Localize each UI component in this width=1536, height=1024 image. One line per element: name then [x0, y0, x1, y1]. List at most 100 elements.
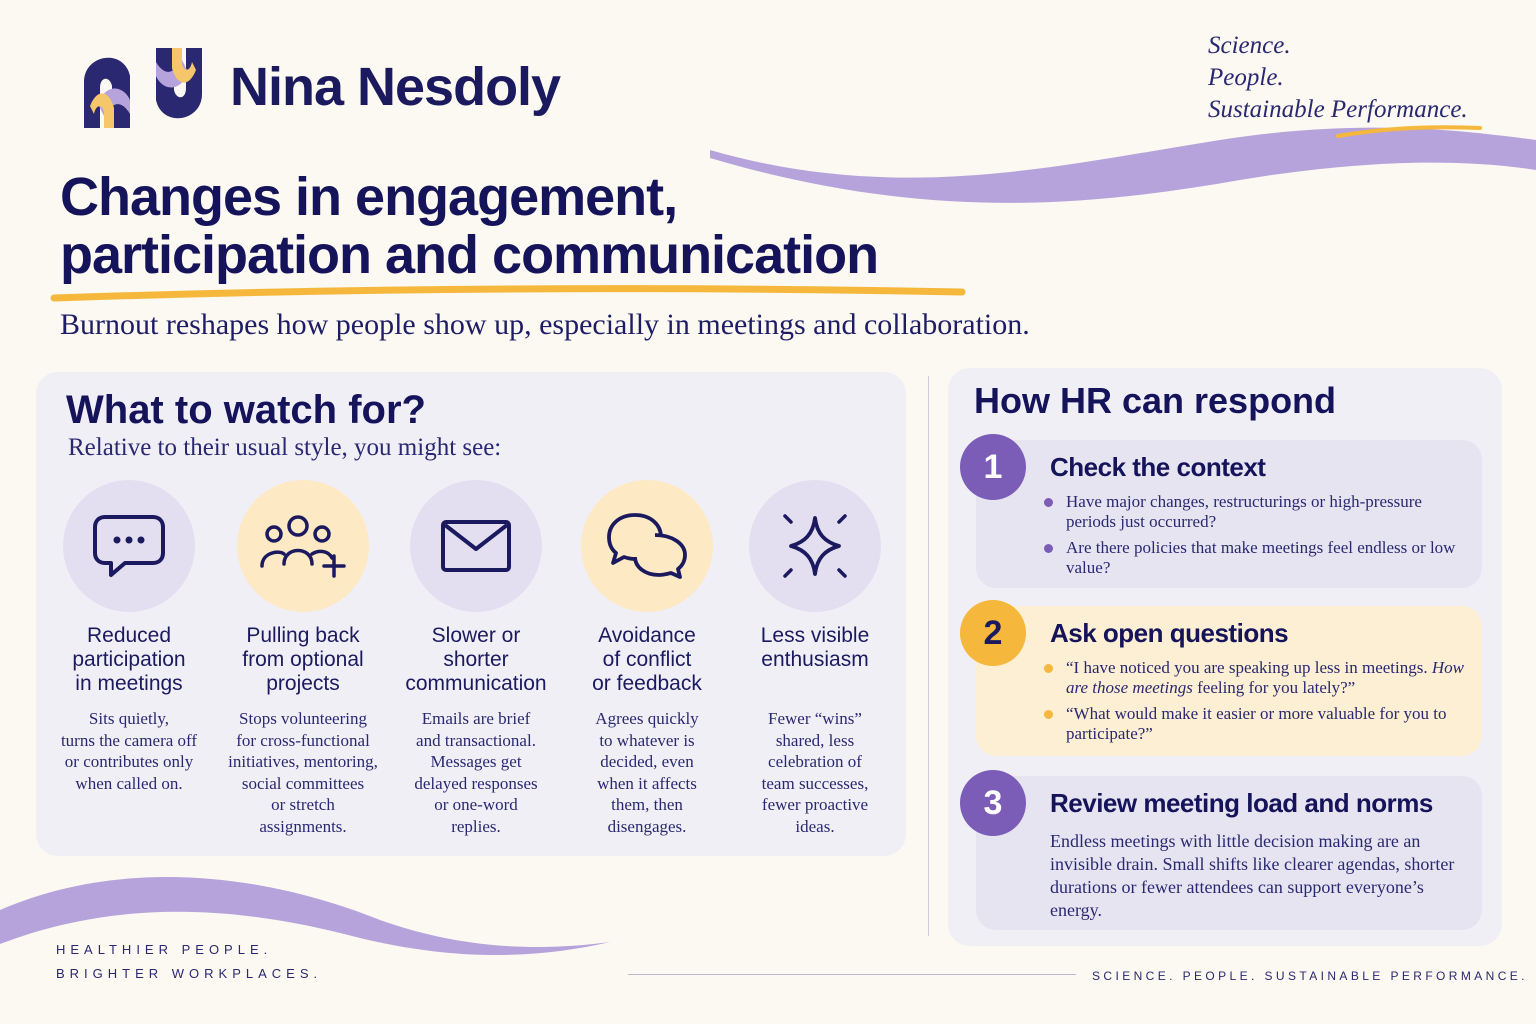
- sign-desc-line: and transactional.: [416, 730, 536, 750]
- sign-description: Emails are brief and transactional. Mess…: [381, 708, 571, 837]
- tagline-line: People.: [1208, 64, 1284, 91]
- sign-desc-line: celebration of: [768, 752, 862, 771]
- sign-desc-line: decided, even: [600, 752, 694, 771]
- sign-icon-circle: [749, 480, 881, 612]
- tagline-underline-decoration: [1336, 125, 1482, 138]
- bullet-item: Have major changes, restructurings or hi…: [1044, 492, 1464, 532]
- sign-title-line: Reduced: [86, 624, 172, 647]
- bullet-text: “I have noticed you are speaking up less…: [1066, 658, 1428, 677]
- sign-icon-circle: [581, 480, 713, 612]
- sign-desc-line: team successes,: [761, 773, 869, 793]
- step-title: Check the context: [1050, 452, 1266, 482]
- footer-divider: [628, 974, 1076, 975]
- envelope-icon: [441, 520, 511, 572]
- sign-title: Avoidance of conflict or feedback: [552, 624, 742, 700]
- sign-title-line: participation: [72, 648, 186, 671]
- sign-desc-line: turns the camera off: [60, 730, 198, 750]
- sign-icon-circle: [410, 480, 542, 612]
- bullet-item: “What would make it easier or more valua…: [1044, 704, 1464, 744]
- sign-title: Slower or shorter communication: [381, 624, 571, 700]
- sign-description: Sits quietly, turns the camera off or co…: [34, 708, 224, 794]
- sign-desc-line: Stops volunteering: [239, 709, 367, 728]
- step-title: Review meeting load and norms: [1050, 788, 1433, 818]
- sign-desc-line: Emails are brief: [421, 709, 531, 728]
- footer-line: BRIGHTER WORKPLACES.: [56, 966, 323, 981]
- sign-desc-line: when called on.: [75, 773, 183, 793]
- bullet-text-italic: How are those meetings: [1066, 658, 1464, 697]
- sign-description: Agrees quickly to whatever is decided, e…: [552, 708, 742, 837]
- sign-title-line: or feedback: [592, 672, 702, 695]
- tagline: Science. People. Sustainable Performance…: [1208, 30, 1468, 126]
- headline-subtitle: Burnout reshapes how people show up, esp…: [60, 308, 1030, 341]
- sign-desc-line: them, then: [611, 795, 683, 814]
- step-title: Ask open questions: [1050, 618, 1289, 648]
- step-number-badge: 1: [960, 434, 1026, 500]
- sign-desc-line: delayed responses: [414, 773, 538, 793]
- sign-card: Reduced participation in meetings Sits q…: [34, 480, 224, 794]
- sign-desc-line: when it affects: [597, 773, 697, 793]
- sign-desc-line: replies.: [451, 816, 501, 836]
- sign-desc-line: for cross-functional: [236, 730, 370, 750]
- sign-desc-line: assignments.: [259, 816, 347, 836]
- sign-desc-line: or one-word: [434, 795, 518, 814]
- sign-title-line: Slower or: [431, 624, 521, 647]
- sign-title: Less visible enthusiasm: [720, 624, 910, 700]
- sign-description: Fewer “wins” shared, less celebration of…: [720, 708, 910, 837]
- people-add-icon: [260, 515, 346, 578]
- sign-desc-line: Sits quietly,: [88, 709, 170, 728]
- sign-icon-circle: [63, 480, 195, 612]
- sign-desc-line: Fewer “wins”: [768, 709, 862, 728]
- sign-title-line: projects: [266, 672, 340, 695]
- headline: Changes in engagement, participation and…: [60, 168, 879, 285]
- chat-bubble-icon: [93, 515, 165, 577]
- step-description: Endless meetings with little decision ma…: [1050, 831, 1455, 920]
- footer-tagline: SCIENCE. PEOPLE. SUSTAINABLE PERFORMANCE…: [1092, 969, 1528, 983]
- sign-desc-line: fewer proactive: [761, 795, 869, 814]
- step-bullets: “I have noticed you are speaking up less…: [1044, 658, 1464, 750]
- sign-title-line: Less visible: [760, 624, 870, 647]
- step-card: 2 Ask open questions “I have noticed you…: [960, 600, 1482, 756]
- vertical-divider: [928, 376, 929, 936]
- sign-desc-line: or contributes only: [64, 752, 194, 771]
- watch-title: What to watch for?: [66, 388, 426, 432]
- step-card: 3 Review meeting load and norms Endless …: [960, 770, 1482, 930]
- sign-desc-line: or stretch: [271, 795, 335, 814]
- sign-desc-line: ideas.: [795, 816, 835, 836]
- watch-subtitle: Relative to their usual style, you might…: [68, 434, 502, 461]
- bullet-item: Are there policies that make meetings fe…: [1044, 538, 1464, 578]
- sign-desc-line: shared, less: [775, 730, 855, 750]
- sign-title-line: Pulling back: [246, 624, 360, 647]
- sign-desc-line: Messages get: [430, 752, 522, 771]
- sign-icon-circle: [237, 480, 369, 612]
- nn-logo-icon: [84, 48, 202, 128]
- hr-respond-panel: How HR can respond 1 Check the context H…: [948, 368, 1502, 946]
- footer-slogan: HEALTHIER PEOPLE. BRIGHTER WORKPLACES.: [56, 938, 322, 986]
- step-number-badge: 3: [960, 770, 1026, 836]
- sign-description: Stops volunteering for cross-functional …: [208, 708, 398, 837]
- sparkle-icon: [783, 514, 847, 578]
- brand-logo: [80, 42, 206, 134]
- sign-title-line: from optional: [242, 648, 364, 671]
- sign-title-line: of conflict: [602, 648, 692, 671]
- bullet-item: “I have noticed you are speaking up less…: [1044, 658, 1464, 698]
- headline-underline-decoration: [50, 285, 966, 302]
- step-bullets: Have major changes, restructurings or hi…: [1044, 492, 1464, 584]
- sign-card: Pulling back from optional projects Stop…: [208, 480, 398, 837]
- sign-desc-line: Agrees quickly: [595, 709, 699, 728]
- sign-card: Less visible enthusiasm Fewer “wins” sha…: [720, 480, 910, 837]
- sign-desc-line: initiatives, mentoring,: [228, 752, 378, 771]
- sign-desc-line: social committees: [241, 773, 365, 793]
- sign-title: Reduced participation in meetings: [34, 624, 224, 700]
- sign-card: Slower or shorter communication Emails a…: [381, 480, 571, 837]
- watch-for-panel: What to watch for? Relative to their usu…: [36, 372, 906, 856]
- sign-title-line: in meetings: [75, 672, 183, 695]
- sign-title-line: shorter: [443, 648, 509, 671]
- sign-title-line: communication: [405, 672, 547, 695]
- sign-title: Pulling back from optional projects: [208, 624, 398, 700]
- headline-line: participation and communication: [60, 225, 879, 285]
- sign-desc-line: to whatever is: [599, 730, 695, 750]
- sign-title-line: Avoidance: [598, 624, 696, 647]
- step-card: 1 Check the context Have major changes, …: [960, 434, 1482, 588]
- conversation-icon: [607, 513, 687, 579]
- footer-line: HEALTHIER PEOPLE.: [56, 942, 273, 957]
